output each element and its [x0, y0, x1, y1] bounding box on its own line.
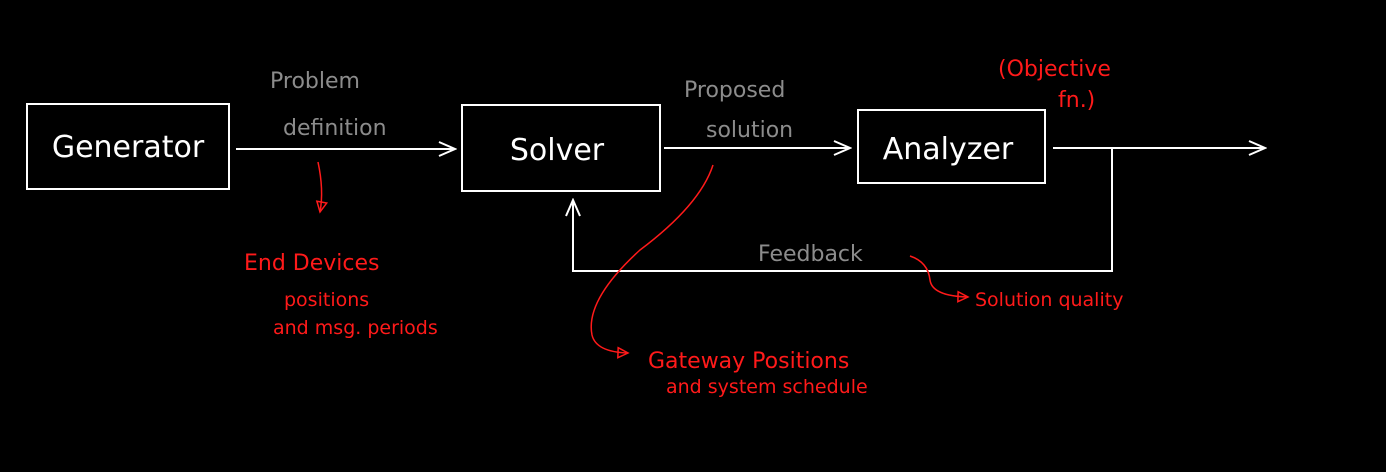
proposed-solution-label-1: Proposed — [684, 78, 785, 103]
end-devices-label: End Devices — [244, 251, 380, 276]
proposed-solution-label-2: solution — [706, 118, 793, 143]
generator-box — [26, 103, 230, 190]
solver-box — [461, 104, 661, 192]
analyzer-box — [857, 109, 1046, 184]
analyzer-node: Analyzer — [857, 109, 1046, 184]
system-schedule-label: and system schedule — [666, 376, 868, 398]
solver-node: Solver — [461, 104, 661, 192]
gateway-connector — [590, 164, 714, 359]
objective-label-2: fn.) — [1058, 88, 1095, 113]
problem-definition-label-2: definition — [283, 116, 387, 141]
gateway-positions-label: Gateway Positions — [648, 349, 849, 374]
solution-quality-connector — [909, 255, 970, 303]
solver-label: Solver — [510, 133, 605, 168]
objective-label-1: (Objective — [998, 57, 1111, 82]
analyzer-label: Analyzer — [883, 132, 1014, 167]
problem-definition-label-1: Problem — [270, 69, 360, 94]
feedback-label: Feedback — [758, 242, 863, 267]
feedback-loop-arrow — [573, 148, 1113, 272]
generator-node: Generator — [26, 103, 230, 190]
end-devices-periods-label: and msg. periods — [273, 317, 438, 339]
end-devices-positions-label: positions — [284, 289, 369, 311]
generator-label: Generator — [52, 130, 205, 165]
solution-quality-label: Solution quality — [975, 289, 1123, 311]
end-devices-connector — [315, 161, 329, 214]
